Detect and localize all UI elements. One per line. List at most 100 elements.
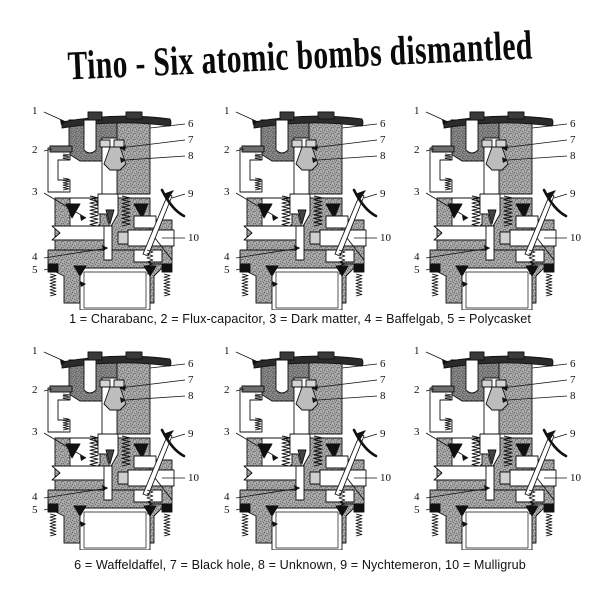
left-port-cap xyxy=(49,385,73,393)
leader-line-5 xyxy=(235,267,245,271)
motion-arrow-curve xyxy=(542,188,568,218)
housing-thread-right xyxy=(528,489,536,515)
diaphragm-cone xyxy=(485,146,509,171)
seat-collar-left xyxy=(291,379,303,388)
seat-collar-left xyxy=(481,379,493,388)
leader-line-7 xyxy=(501,139,568,149)
flange-thread-left xyxy=(49,513,57,537)
callout-number-1: 1 xyxy=(32,105,38,117)
lever-link-rod xyxy=(154,237,173,261)
cap-lug-right xyxy=(507,351,525,360)
diagram-body xyxy=(239,111,367,310)
cap-lug-right xyxy=(125,111,143,120)
callout-number-10: 10 xyxy=(380,472,392,484)
left-port-thread-upper xyxy=(62,153,70,161)
callout-number-10: 10 xyxy=(380,232,392,244)
leader-line-2 xyxy=(43,388,53,392)
plunger-stem xyxy=(275,359,289,394)
lever-block-upper xyxy=(515,215,539,229)
callout-number-1: 1 xyxy=(414,345,420,357)
callout-number-4: 4 xyxy=(224,491,230,503)
housing-thread-right xyxy=(338,249,346,275)
lever-link-rod xyxy=(154,477,173,501)
leader-line-7 xyxy=(119,139,186,149)
leader-line-9 xyxy=(553,193,568,199)
leader-line-4 xyxy=(235,247,301,259)
leader-line-6 xyxy=(531,123,568,129)
leader-arrowhead-4 xyxy=(484,245,490,251)
seat-collar-right xyxy=(113,139,125,148)
needle-tip xyxy=(297,449,307,465)
callout-number-10: 10 xyxy=(570,472,582,484)
chamber-wedge-left xyxy=(455,505,469,517)
lower-bore-passage xyxy=(433,225,489,241)
leader-arrowhead-1 xyxy=(442,119,448,125)
leader-line-7 xyxy=(119,379,186,389)
center-down-tube xyxy=(295,225,305,261)
seat-collar-left xyxy=(99,379,111,388)
lever-pivot-pad xyxy=(499,231,511,245)
housing-thread-right xyxy=(146,489,154,515)
bottom-chamber xyxy=(79,267,151,310)
flange-thread-right xyxy=(545,273,553,297)
callout-number-6: 6 xyxy=(570,118,576,130)
leader-lines xyxy=(43,351,186,527)
needle-tip xyxy=(297,209,307,225)
flange-thread-right xyxy=(163,513,171,537)
leader-arrowhead-5 xyxy=(80,455,86,461)
leader-line-8 xyxy=(317,155,378,161)
lever-block-upper xyxy=(325,455,349,469)
leader-line-3 xyxy=(43,192,87,219)
motion-arrow-head xyxy=(355,430,366,440)
leader-line-5 xyxy=(43,507,53,511)
leader-arrowhead-4 xyxy=(102,245,108,251)
leader-line-7 xyxy=(311,139,378,149)
leader-arrowhead-4 xyxy=(102,485,108,491)
motion-arrow-curve xyxy=(160,428,186,458)
needle-tip xyxy=(487,209,497,225)
spring-coil-right xyxy=(503,435,513,467)
wedge-seat-left xyxy=(65,203,81,219)
flange-bolt-right xyxy=(161,263,173,273)
left-port-cap xyxy=(431,385,455,393)
leader-arrowhead-2 xyxy=(312,385,318,391)
callout-number-9: 9 xyxy=(188,428,194,440)
leader-arrowhead-2 xyxy=(120,145,126,151)
plunger-stem xyxy=(83,359,97,394)
diaphragm-cone xyxy=(295,146,319,171)
callout-number-9: 9 xyxy=(380,188,386,200)
lever-pivot-pad xyxy=(499,471,511,485)
callout-number-5: 5 xyxy=(414,264,420,276)
bottom-chamber xyxy=(271,507,343,550)
lower-bore-passage xyxy=(243,465,299,481)
flange-bolt-left xyxy=(239,263,251,273)
seat-collar-right xyxy=(305,139,317,148)
bottom-chamber-inner xyxy=(465,511,529,549)
flange-thread-left xyxy=(49,273,57,297)
lever-pivot-pad xyxy=(309,471,321,485)
wedge-seat-right xyxy=(325,203,341,219)
left-port-thread-lower xyxy=(444,177,452,191)
leader-line-3 xyxy=(43,432,87,459)
lever-link-rod xyxy=(536,477,555,501)
lower-bore-passage xyxy=(51,225,107,241)
leader-lines xyxy=(425,351,568,527)
callout-number-6: 6 xyxy=(188,358,194,370)
cap-lug-right xyxy=(317,111,335,120)
callout-number-1: 1 xyxy=(224,345,230,357)
leader-line-6 xyxy=(531,363,568,369)
callout-number-9: 9 xyxy=(570,428,576,440)
callout-number-7: 7 xyxy=(188,374,194,386)
diagram-body xyxy=(47,351,175,550)
needle-tip xyxy=(105,209,115,225)
callout-number-10: 10 xyxy=(188,232,200,244)
callout-number-8: 8 xyxy=(188,390,194,402)
flange-bolt-left xyxy=(47,503,59,513)
leader-line-9 xyxy=(171,433,186,439)
left-port-cap xyxy=(431,145,455,153)
leader-line-7 xyxy=(311,379,378,389)
leader-arrowhead-6 xyxy=(80,281,86,287)
